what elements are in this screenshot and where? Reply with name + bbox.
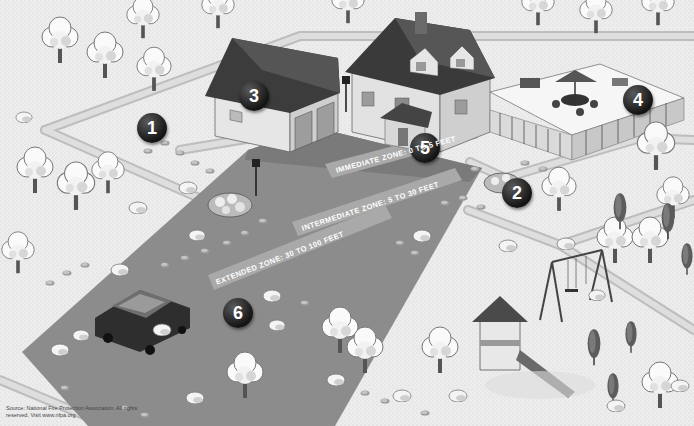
callout-circle: 4: [623, 85, 653, 115]
callout-number: 1: [147, 118, 157, 138]
zone-boundaries: [0, 36, 694, 426]
source-note: Source: National Fire Protection Associa…: [6, 405, 156, 418]
playground: [472, 250, 612, 399]
callout-circle: 6: [223, 298, 253, 328]
trees: [2, 0, 693, 408]
lamp-post: [256, 82, 346, 196]
callout-number: 2: [512, 183, 522, 203]
garage: [205, 38, 340, 152]
callout-number: 4: [633, 90, 643, 110]
callout-number: 3: [249, 86, 259, 106]
callout-circle: 2: [502, 178, 532, 208]
driveway: [22, 128, 482, 426]
callout-number: 6: [233, 303, 243, 323]
zone-strip: [208, 205, 392, 290]
zone-strip: [292, 168, 462, 236]
callout-circle: 3: [239, 81, 269, 111]
bushes: [16, 112, 689, 412]
stepping-stones: [46, 140, 548, 417]
car: [95, 290, 190, 355]
callout-circle: 1: [137, 113, 167, 143]
house: [345, 12, 495, 152]
